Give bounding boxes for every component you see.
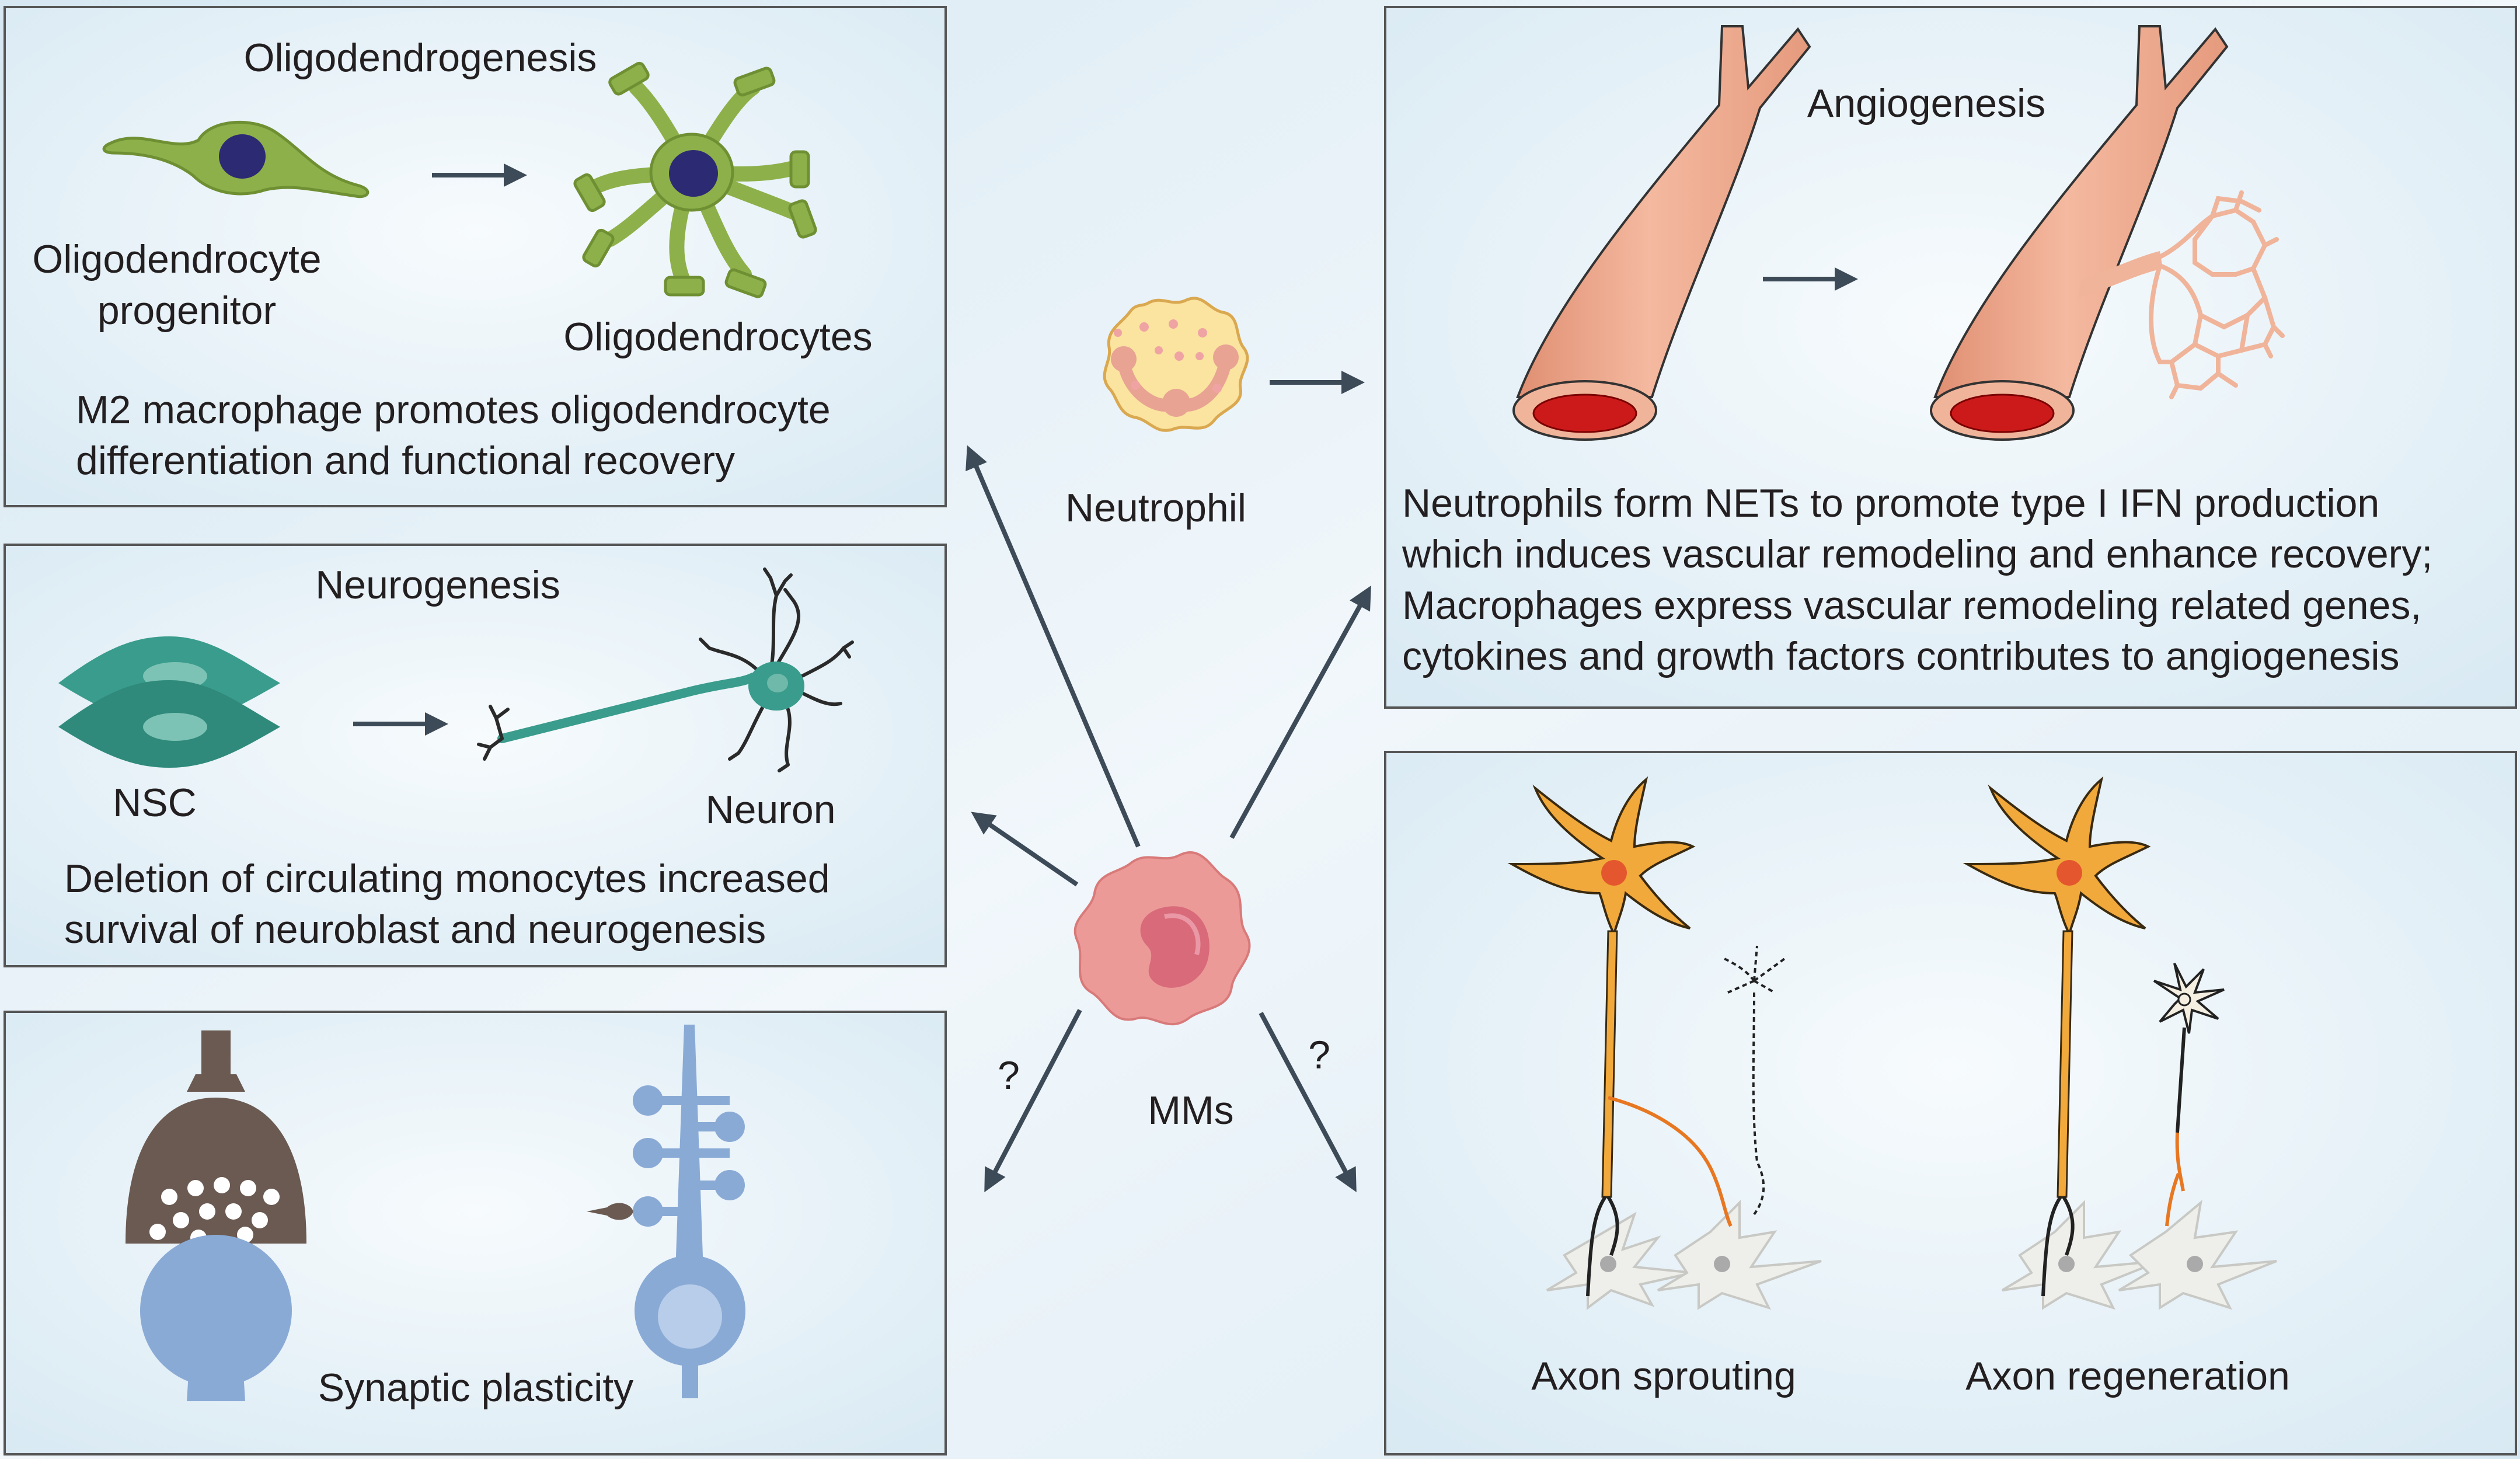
nucleus-icon [219, 134, 266, 179]
neuro-description-line1: Deletion of circulating monocytes increa… [64, 856, 830, 901]
neural-stem-cell-icon [58, 636, 280, 768]
oligo-description-line2: differentiation and functional recovery [76, 438, 735, 483]
nucleus-icon [669, 150, 718, 197]
neutrophil-label: Neutrophil [1065, 486, 1246, 530]
panel-frame [1384, 751, 2517, 1455]
axon-neuron-icon [1963, 776, 2225, 1297]
synapse-icon [126, 1030, 306, 1401]
panel-neurogenesis: Neurogenesis NSC Neu [4, 544, 947, 967]
oligodendrogenesis-title: Oligodendrogenesis [244, 36, 597, 80]
synaptic-plasticity-label: Synaptic plasticity [318, 1366, 633, 1410]
oligodendrocyte-icon [573, 61, 817, 298]
axon-sprouting-label: Axon sprouting [1531, 1354, 1796, 1398]
panel-oligodendrogenesis: Oligodendrogenesis Oligodendrocyte proge… [4, 6, 947, 507]
axon-neuron-icon [1507, 776, 1787, 1297]
progenitor-label-line2: progenitor [97, 288, 276, 333]
angio-description-line1: Neutrophils form NETs to promote type I … [1402, 481, 2379, 525]
angiogenesis-title: Angiogenesis [1807, 81, 2045, 126]
oligodendrocyte-progenitor-icon [102, 120, 370, 199]
panel-frame [4, 6, 947, 507]
arrow-to-neurogenesis [971, 812, 1079, 887]
macrophage-icon [1073, 851, 1251, 1026]
target-cell-icon [1546, 1200, 2277, 1310]
progenitor-label-line1: Oligodendrocyte [32, 237, 321, 281]
panel-axon: Axon sprouting Axon regeneration [1384, 751, 2517, 1455]
oligo-description-line1: M2 macrophage promotes oligodendrocyte [76, 388, 831, 432]
neuro-description-line2: survival of neuroblast and neurogenesis [64, 907, 766, 952]
angio-description-line2: which induces vascular remodeling and en… [1402, 532, 2432, 576]
blood-vessel-icon [1512, 25, 1811, 441]
question-mark-right: ? [1308, 1033, 1330, 1077]
mms-label: MMs [1148, 1088, 1233, 1133]
arrow-to-oligodendrogenesis [966, 445, 1141, 848]
nsc-label: NSC [113, 781, 197, 825]
question-mark-left: ? [998, 1053, 1020, 1098]
arrow-to-synaptic [984, 1009, 1082, 1193]
oligodendrocytes-label: Oligodendrocytes [563, 315, 872, 359]
neuron-icon [477, 567, 854, 772]
blood-vessel-icon [1930, 25, 2285, 441]
mms-arrows [966, 445, 1371, 1193]
panel-angiogenesis: Angiogenesis [1384, 6, 2517, 709]
arrow-to-axon [1259, 1012, 1357, 1193]
angio-description-line3: Macrophages express vascular remodeling … [1402, 583, 2421, 628]
arrow-to-angiogenesis [1229, 585, 1371, 839]
angio-description-line4: cytokines and growth factors contributes… [1402, 634, 2400, 678]
neutrophil-icon [1103, 297, 1249, 432]
panel-synaptic-plasticity: Synaptic plasticity [4, 1011, 947, 1455]
neurogenesis-title: Neurogenesis [315, 563, 560, 607]
dendrite-spine-icon [587, 1025, 745, 1398]
axon-regeneration-label: Axon regeneration [1965, 1354, 2290, 1398]
neuron-label: Neuron [705, 788, 835, 832]
